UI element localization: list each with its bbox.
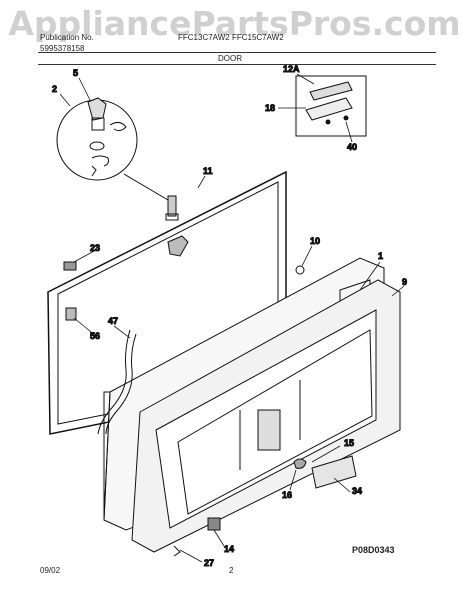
callout-34: 34 [352, 486, 362, 496]
section-title: DOOR [218, 54, 242, 63]
callout-18: 18 [265, 103, 275, 113]
callout-2: 2 [52, 84, 57, 94]
footer-date: 09/02 [40, 566, 61, 575]
callout-1: 1 [378, 251, 383, 261]
hinge-detail-circle [56, 97, 169, 201]
diagram-code: P08D0343 [352, 545, 395, 555]
header-rule-bottom [38, 64, 436, 65]
callout-23: 23 [90, 243, 100, 253]
callout-11: 11 [203, 166, 213, 176]
footer-page-number: 2 [229, 566, 234, 575]
callout-47: 47 [108, 316, 118, 326]
callout-40: 40 [347, 142, 357, 152]
callout-27: 27 [204, 558, 214, 568]
callout-9: 9 [402, 277, 407, 287]
publication-number: 5995378158 [40, 44, 85, 53]
callout-10: 10 [310, 236, 320, 246]
callout-15: 15 [344, 438, 354, 448]
header-rule-top [38, 52, 436, 53]
wire-harness [97, 329, 137, 435]
callout-leaders [59, 73, 405, 563]
handle-detail-box [295, 75, 367, 137]
publication-label: Publication No. [40, 33, 94, 42]
hinge-assembly [165, 195, 189, 257]
door-liner [131, 279, 401, 553]
callout-16: 16 [282, 490, 292, 500]
callout-14: 14 [224, 544, 234, 554]
watermark: AppliancePartsPros.com [8, 4, 461, 43]
callout-56: 56 [90, 331, 100, 341]
small-parts [63, 261, 357, 557]
model-numbers: FFC13C7AW2 FFC15C7AW2 [178, 33, 284, 42]
callout-5: 5 [73, 68, 78, 78]
callout-12a: 12A [283, 64, 300, 74]
